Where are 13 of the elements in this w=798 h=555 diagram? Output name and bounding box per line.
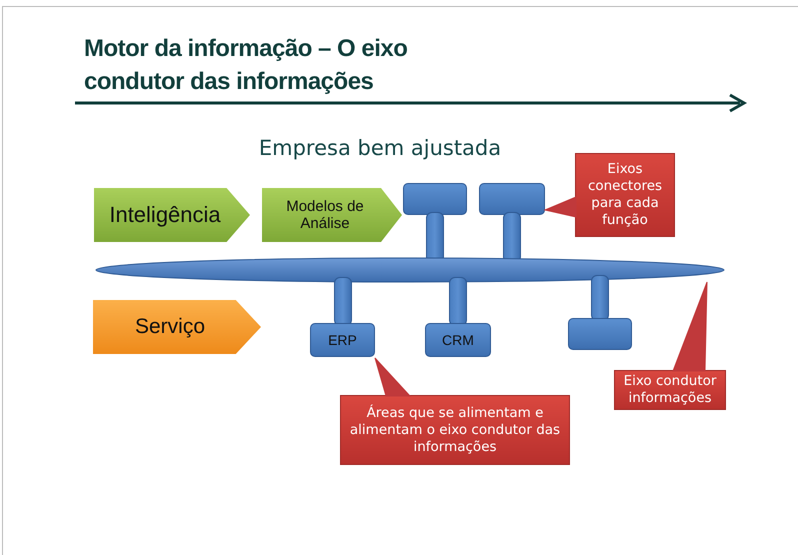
chevron-box: Modelos de Análise (262, 188, 402, 242)
callout-pointer (374, 358, 412, 396)
connector-box: CRM (425, 323, 491, 357)
subtitle-text: Empresa bem ajustada (258, 136, 502, 160)
chevron-box: Serviço (93, 300, 261, 354)
connector-box: ERP (310, 323, 375, 357)
callout-box: Áreas que se alimentam e alimentam o eixo condutor das informações (340, 395, 570, 465)
chevron-box: Inteligência (94, 188, 250, 242)
callout-box: Eixos conectores para cada função (575, 153, 675, 237)
callout-box: Eixo condutor informações (614, 370, 726, 410)
callout-pointer (543, 196, 576, 218)
slide-title: Motor da informação – O eixo condutor das informações (84, 34, 408, 97)
callout-pointer (672, 282, 708, 372)
